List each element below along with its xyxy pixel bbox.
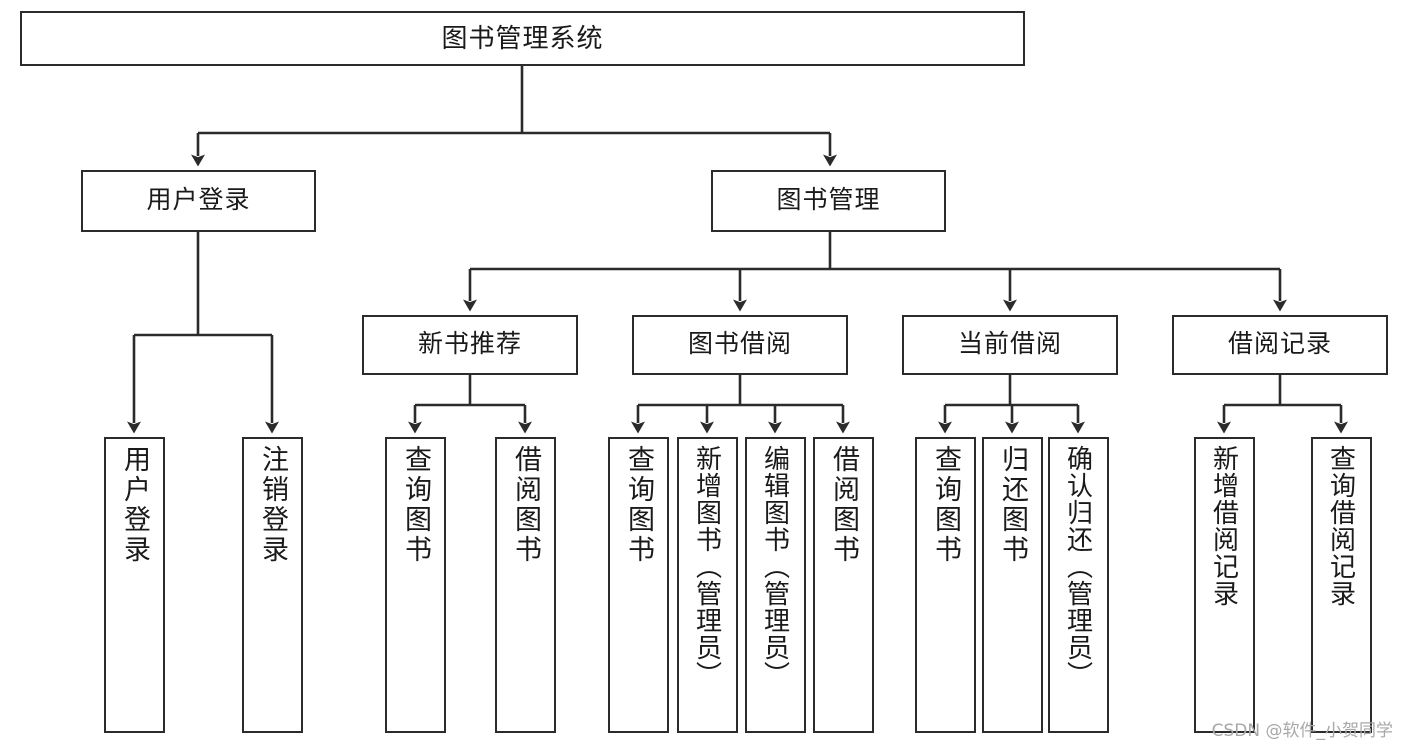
node-leaf-borrow-book[interactable]: 借阅图书 <box>813 437 874 733</box>
node-label: 当前借阅 <box>957 330 1062 359</box>
node-leaf-borrow-book-recommend[interactable]: 借阅图书 <box>495 437 556 733</box>
node-label: 查询图书 <box>624 445 654 565</box>
node-label: 查询借阅记录 <box>1326 445 1357 607</box>
node-root-book-management-system[interactable]: 图书管理系统 <box>20 11 1025 66</box>
node-label: 新增借阅记录 <box>1209 445 1240 607</box>
node-leaf-confirm-return[interactable]: 确认归还（管理员） <box>1048 437 1109 733</box>
node-leaf-return-book[interactable]: 归还图书 <box>982 437 1043 733</box>
node-leaf-query-book-recommend[interactable]: 查询图书 <box>385 437 446 733</box>
node-label: 新书推荐 <box>417 330 522 359</box>
node-leaf-logout-login[interactable]: 注销登录 <box>242 437 303 733</box>
node-label: 用户登录 <box>120 445 150 565</box>
node-label: 查询图书 <box>401 445 431 565</box>
node-label: 图书借阅 <box>687 330 792 359</box>
csdn-watermark: CSDN @软件_小贺同学 <box>1211 721 1393 741</box>
node-label: 查询图书 <box>931 445 961 565</box>
node-borrow-record[interactable]: 借阅记录 <box>1172 315 1388 375</box>
node-label: 注销登录 <box>258 445 288 565</box>
node-book-borrow[interactable]: 图书借阅 <box>632 315 848 375</box>
node-label: 图书管理 <box>776 186 881 215</box>
node-new-book-recommend[interactable]: 新书推荐 <box>362 315 578 375</box>
node-leaf-query-book-current[interactable]: 查询图书 <box>915 437 976 733</box>
node-book-management[interactable]: 图书管理 <box>711 170 946 232</box>
node-label: 借阅记录 <box>1227 330 1332 359</box>
node-leaf-add-book[interactable]: 新增图书（管理员） <box>677 437 738 733</box>
node-current-borrow[interactable]: 当前借阅 <box>902 315 1118 375</box>
node-label: 确认归还（管理员） <box>1063 445 1094 688</box>
node-user-login[interactable]: 用户登录 <box>81 170 316 232</box>
node-label: 借阅图书 <box>829 445 859 565</box>
node-label: 归还图书 <box>998 445 1028 565</box>
node-label: 新增图书（管理员） <box>692 445 723 688</box>
node-label: 图书管理系统 <box>441 23 604 54</box>
node-label: 借阅图书 <box>511 445 541 565</box>
node-leaf-edit-book[interactable]: 编辑图书（管理员） <box>745 437 806 733</box>
node-label: 用户登录 <box>146 186 251 215</box>
node-leaf-query-borrow-record[interactable]: 查询借阅记录 <box>1311 437 1372 733</box>
node-leaf-user-login[interactable]: 用户登录 <box>104 437 165 733</box>
node-leaf-add-borrow-record[interactable]: 新增借阅记录 <box>1194 437 1255 733</box>
node-leaf-query-book-borrow[interactable]: 查询图书 <box>608 437 669 733</box>
node-label: 编辑图书（管理员） <box>760 445 791 688</box>
